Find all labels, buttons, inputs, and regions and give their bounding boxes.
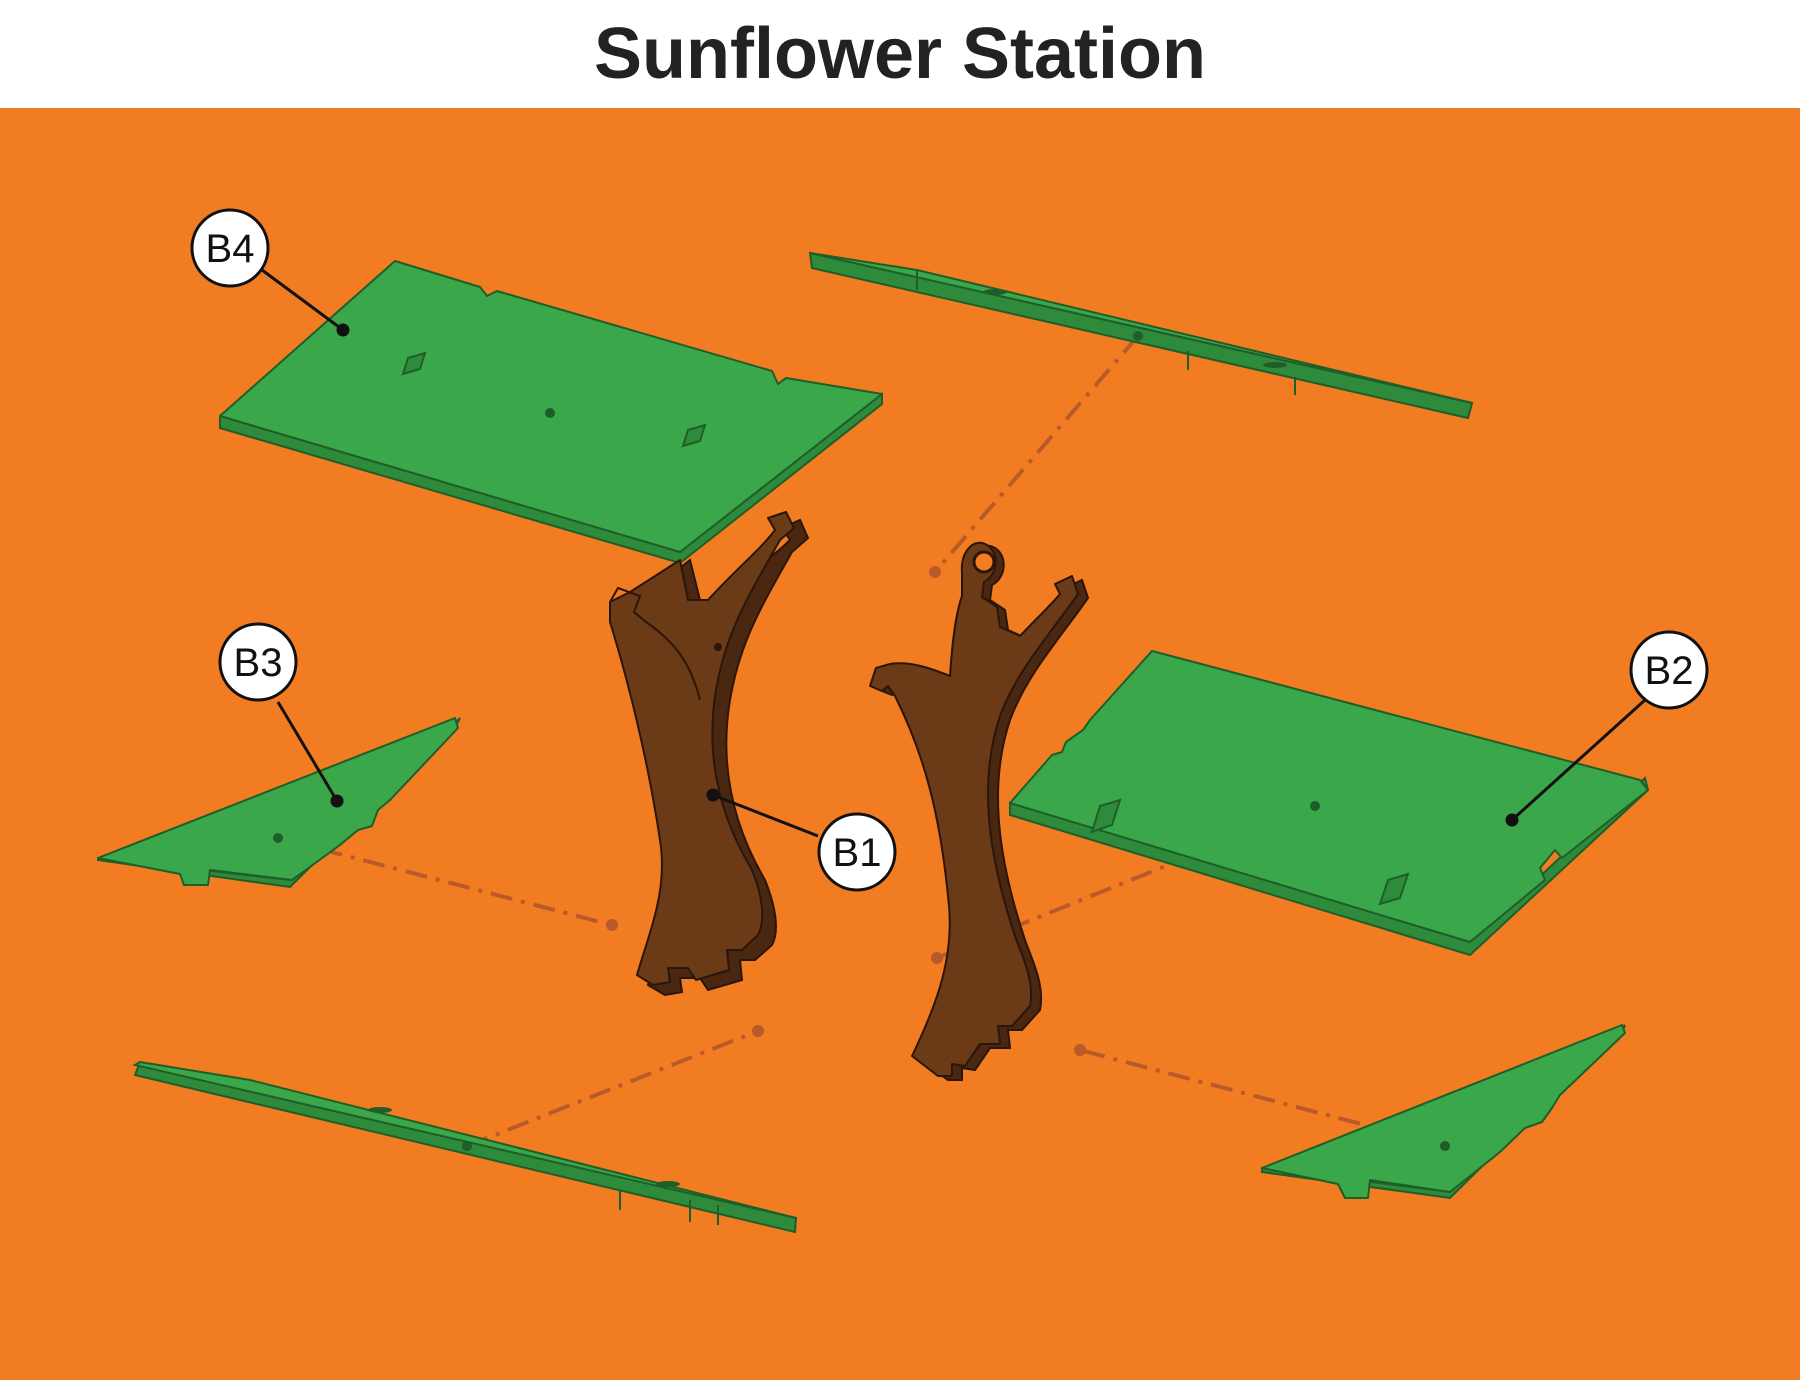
callout-label-b2: B2 — [1645, 649, 1694, 693]
guide-dot — [752, 1025, 764, 1037]
callout-label-b4: B4 — [206, 227, 255, 271]
callout-b2: B2 — [1629, 630, 1709, 710]
guide-dot — [1074, 1044, 1086, 1056]
hanging-loop — [972, 550, 996, 574]
callout-b1: B1 — [817, 812, 897, 892]
bottom-side-rail — [132, 1060, 798, 1234]
guide-line-top-rail — [933, 334, 1140, 574]
callout-leaders — [261, 268, 1647, 838]
guide-line-b3-left — [277, 836, 613, 927]
callout-b4: B4 — [190, 208, 270, 288]
guide-line-bottom-rail — [466, 1029, 759, 1148]
guide-dot — [606, 919, 618, 931]
brace-b3 — [97, 717, 461, 889]
diagram-background — [0, 108, 1800, 1380]
exploded-assembly-diagram: B4 B3 B1 B2 — [0, 108, 1800, 1380]
callout-label-b3: B3 — [234, 641, 283, 685]
page-title: Sunflower Station — [594, 14, 1206, 94]
guide-dot — [929, 566, 941, 578]
top-side-rail — [808, 251, 1474, 420]
guide-endpoints — [606, 566, 1086, 1056]
brace-right — [1261, 1024, 1626, 1200]
trunk-right — [869, 542, 1090, 1081]
trunk-b1 — [609, 511, 810, 997]
callout-label-b1: B1 — [833, 831, 882, 875]
guide-dot — [931, 952, 943, 964]
panel-b2 — [1009, 650, 1650, 957]
callout-b3: B3 — [218, 622, 298, 702]
